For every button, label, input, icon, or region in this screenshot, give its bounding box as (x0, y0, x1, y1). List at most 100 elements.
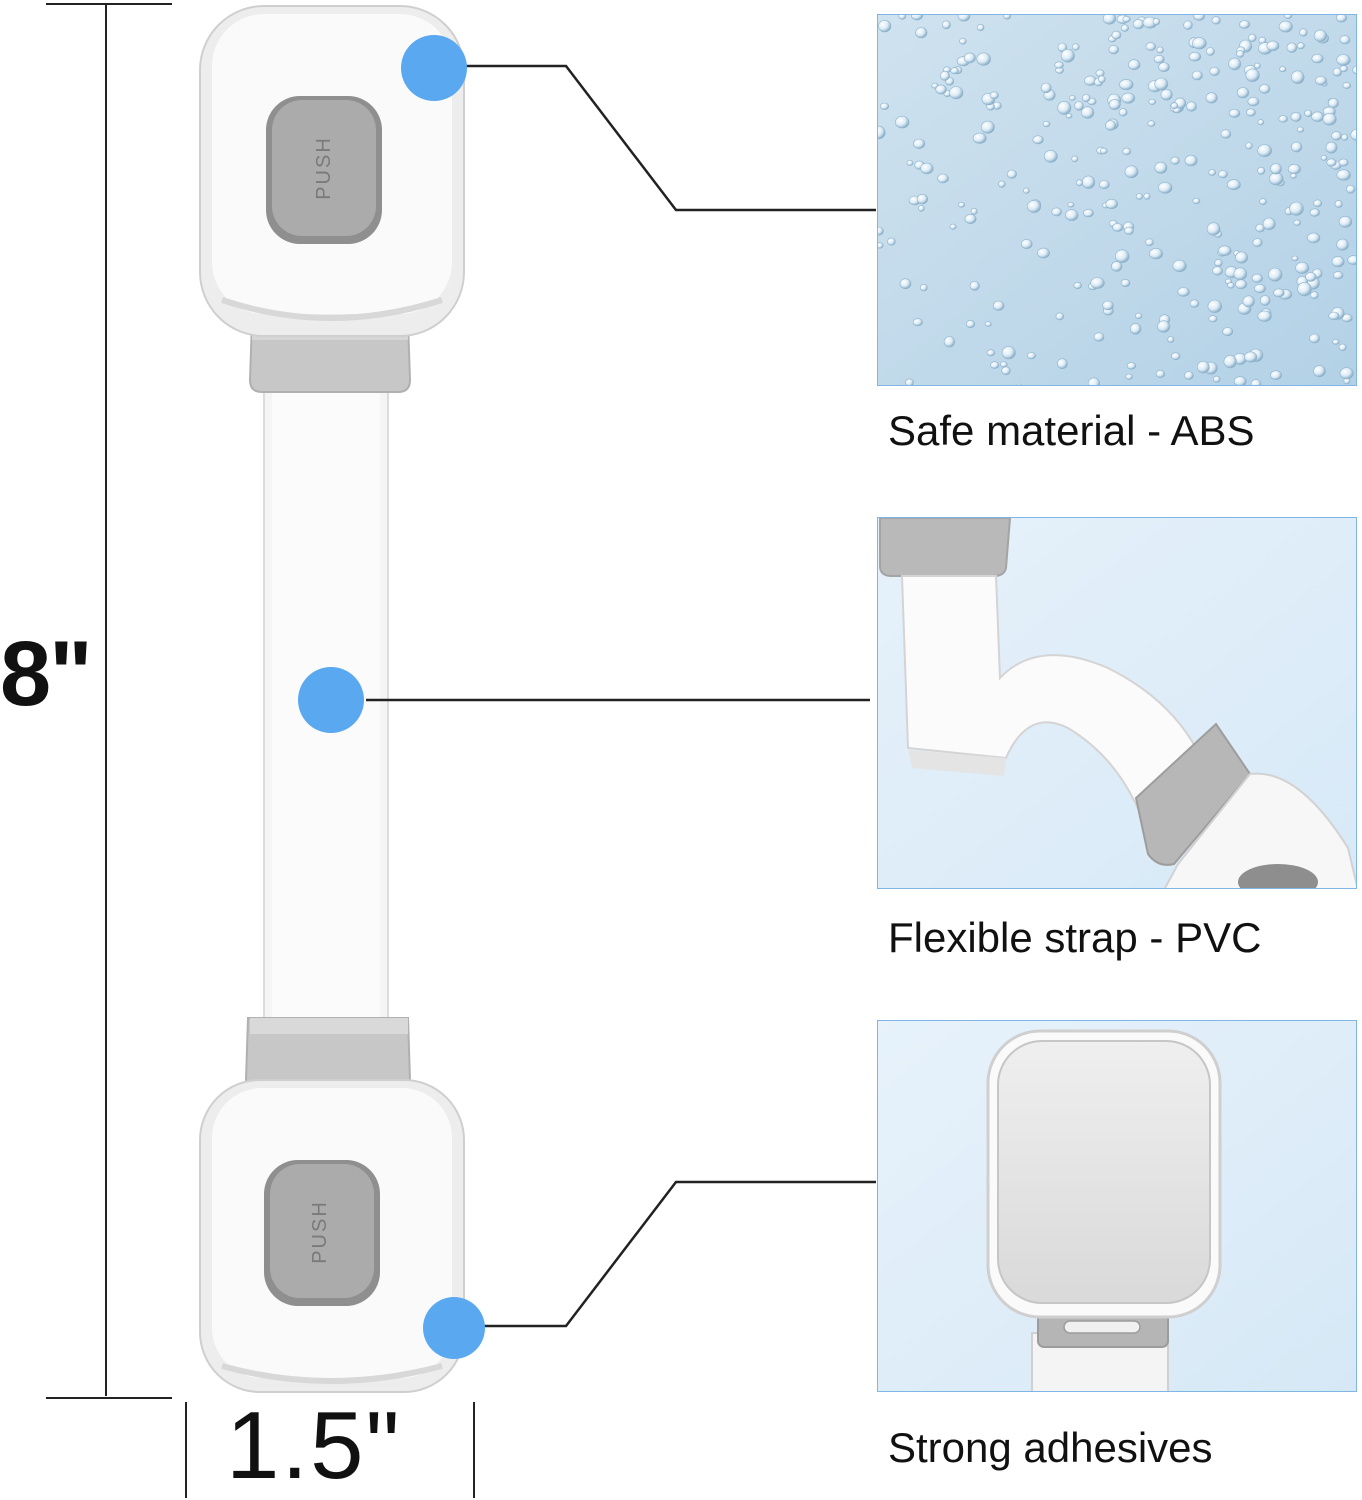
pellet (1311, 111, 1324, 122)
pellet (935, 84, 947, 95)
pellet (949, 86, 964, 100)
pellet (1121, 92, 1136, 104)
pellet (1095, 69, 1105, 77)
pellet (1196, 360, 1210, 374)
top-push-button[interactable] (266, 96, 382, 244)
pellet (1333, 271, 1344, 280)
pellet (1087, 377, 1100, 385)
pellet (1214, 259, 1223, 267)
pellet (1186, 101, 1197, 112)
pellet (1325, 141, 1338, 154)
pellet (1339, 65, 1348, 73)
pellet (1081, 106, 1095, 119)
pellet (1148, 98, 1157, 105)
bottom-connector (244, 1017, 412, 1093)
pellet (1183, 20, 1193, 30)
bottom-push-button[interactable] (264, 1160, 380, 1306)
pellet (1135, 193, 1143, 200)
pellet (1273, 288, 1285, 298)
pellet (1119, 79, 1134, 91)
pellet (1156, 46, 1164, 54)
pellet (1270, 370, 1282, 381)
pellet (958, 202, 966, 208)
pellet (915, 27, 928, 39)
pellet (1211, 16, 1221, 25)
pellet (1270, 163, 1282, 175)
pellet (1251, 273, 1263, 283)
pellet (1254, 284, 1266, 294)
pellet (989, 91, 999, 100)
pellet (1338, 343, 1347, 352)
pellet (1338, 158, 1349, 167)
pellet (1257, 119, 1265, 126)
pellet (1016, 383, 1023, 385)
pellet (1135, 312, 1143, 320)
pellet (1327, 97, 1339, 109)
pellet (1065, 209, 1079, 221)
pellet (1247, 96, 1260, 107)
callout-dot-bottom (423, 1297, 485, 1359)
pellet (1296, 42, 1305, 50)
pellet (1233, 376, 1247, 385)
feature-caption-1: Safe material - ABS (888, 407, 1255, 454)
pellet (1236, 50, 1245, 58)
pellet (1111, 30, 1122, 40)
pellet (1115, 249, 1130, 263)
pellet (1105, 198, 1118, 210)
pellet (1328, 311, 1340, 321)
pellet (1278, 20, 1293, 33)
pellet (1252, 238, 1263, 248)
panel-safe-material (877, 14, 1357, 386)
pellet (1235, 279, 1248, 290)
pellet (1220, 129, 1232, 139)
pellet (1218, 170, 1228, 179)
width-dimension-label: 1.5" (226, 1392, 402, 1499)
pellet (1099, 180, 1110, 189)
pellet (1259, 84, 1271, 94)
pellet (1291, 141, 1303, 153)
callout-dot-middle (298, 667, 364, 733)
pellet (980, 120, 995, 134)
pellet (1213, 375, 1221, 383)
pellet (1100, 147, 1108, 155)
top-push-label: PUSH (313, 136, 335, 200)
pellet (1154, 161, 1168, 174)
pellet (1342, 82, 1352, 89)
pellet (1244, 351, 1258, 363)
pellet (913, 138, 926, 149)
pellet (1346, 184, 1356, 194)
adhesive-pad-image (878, 1021, 1356, 1391)
pellet (1128, 59, 1141, 71)
pellet (1246, 108, 1256, 117)
pellet (1051, 207, 1062, 217)
pellet (918, 205, 925, 212)
pellet (949, 223, 957, 230)
pellet (1003, 15, 1012, 20)
pellet (1118, 108, 1128, 117)
pellet (1254, 62, 1261, 69)
pellet (1207, 299, 1222, 313)
pellet (1188, 51, 1202, 62)
pellet (1193, 15, 1205, 21)
pellet (1326, 158, 1337, 167)
pellet (1226, 179, 1241, 191)
pellet (878, 125, 886, 140)
pellet (959, 37, 967, 45)
pellet (1184, 371, 1194, 380)
pellet (1112, 223, 1124, 232)
pellet (1129, 323, 1142, 335)
pellet (1037, 247, 1050, 259)
pellet (1222, 327, 1234, 337)
pellet (1245, 142, 1253, 150)
pellet (1212, 266, 1223, 276)
pellet (1218, 245, 1232, 256)
pellet (1332, 67, 1342, 77)
pellet (1257, 310, 1272, 322)
feature-caption-3: Strong adhesives (888, 1424, 1213, 1471)
pellet (1081, 175, 1096, 189)
pellet (1177, 287, 1190, 297)
pellet (970, 207, 978, 215)
pellet (1143, 192, 1151, 200)
pellet (1171, 352, 1181, 361)
